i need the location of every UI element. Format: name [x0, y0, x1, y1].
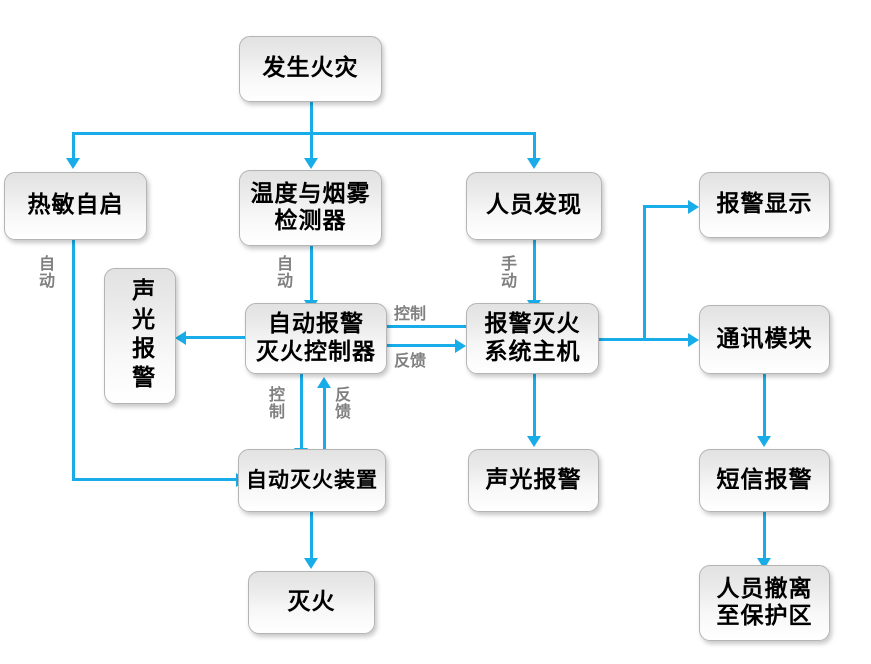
node-temp-smoke-detector[interactable]: 温度与烟雾 检测器 [239, 170, 382, 246]
edge-comm-to-sms [763, 374, 766, 438]
node-fire-occurs-label: 发生火灾 [262, 55, 359, 82]
node-extinguish[interactable]: 灭火 [248, 571, 375, 634]
node-auto-extinguish-device[interactable]: 自动灭火装置 [238, 449, 386, 512]
edge-bus-to-personnel [533, 132, 536, 160]
edge-bus-to-thermal [72, 132, 75, 160]
node-thermal-auto-start-label: 热敏自启 [27, 192, 124, 219]
edge-label-feedback-mid: 反馈 [394, 351, 427, 370]
node-auto-alarm-controller-label: 自动报警 灭火控制器 [256, 311, 376, 365]
node-extinguish-label: 灭火 [287, 588, 336, 615]
arrowhead-comm-to-sms [757, 436, 771, 447]
node-alarm-display[interactable]: 报警显示 [699, 172, 830, 238]
arrowhead-sms-to-evacuate [757, 558, 771, 569]
arrowhead-host-to-soundlight-center [527, 436, 541, 447]
arrowhead-bus-to-thermal [66, 158, 80, 169]
edge-control-controller-to-device [300, 374, 303, 450]
node-sound-light-alarm-center-label: 声光报警 [485, 466, 582, 493]
arrowhead-controller-to-soundlight [175, 331, 186, 345]
node-sound-light-alarm-center[interactable]: 声光报警 [468, 449, 599, 512]
edge-host-to-soundlight-center [533, 374, 536, 438]
node-evacuate-label: 人员撤离 至保护区 [716, 575, 813, 629]
arrowhead-feedback-device-to-controller [317, 377, 331, 388]
arrowhead-riser-to-display [688, 200, 699, 214]
edge-riser-to-display [643, 205, 690, 208]
edge-host-to-riser [598, 338, 646, 341]
node-alarm-host-label: 报警灭火 系统主机 [484, 311, 581, 365]
edge-device-to-extinguish [310, 512, 313, 560]
node-comm-module[interactable]: 通讯模块 [699, 305, 830, 374]
node-evacuate[interactable]: 人员撤离 至保护区 [699, 565, 830, 641]
edge-riser-to-comm [643, 338, 690, 341]
edge-fire-to-bus [310, 102, 313, 134]
node-sms-alarm[interactable]: 短信报警 [699, 449, 830, 512]
node-personnel-discovery-label: 人员发现 [486, 192, 582, 219]
node-sound-light-alarm-left-label: 声光报警 [127, 278, 154, 394]
arrowhead-bus-to-detector [304, 158, 318, 169]
edge-label-manual: 手 动 [500, 254, 517, 291]
edge-feedback-device-to-controller [323, 386, 326, 462]
edge-label-feedback-up: 反 馈 [334, 385, 351, 422]
edge-control-host-to-controller [387, 325, 467, 328]
edge-sms-to-evacuate [763, 512, 766, 560]
edge-label-auto-left: 自 动 [38, 254, 55, 291]
node-auto-extinguish-device-label: 自动灭火装置 [246, 468, 378, 493]
node-comm-module-label: 通讯模块 [716, 325, 813, 352]
edge-right-riser [643, 205, 646, 341]
edge-thermal-down [72, 240, 75, 480]
node-personnel-discovery[interactable]: 人员发现 [466, 172, 602, 240]
edge-bus-to-detector [310, 132, 313, 160]
edge-label-control-down: 控 制 [268, 385, 285, 422]
edge-top-bus [72, 132, 535, 135]
node-fire-occurs[interactable]: 发生火灾 [239, 36, 382, 102]
arrowhead-feedback-controller-to-host [455, 339, 466, 353]
arrowhead-device-to-extinguish [304, 558, 318, 569]
edge-personnel-to-host [533, 240, 536, 302]
edge-feedback-controller-to-host [376, 344, 456, 347]
edge-label-auto-center: 自 动 [276, 254, 293, 291]
edge-thermal-to-device [72, 478, 238, 481]
edge-label-control-mid: 控制 [394, 304, 427, 323]
node-alarm-host[interactable]: 报警灭火 系统主机 [466, 303, 599, 374]
node-sound-light-alarm-left[interactable]: 声光报警 [104, 268, 176, 404]
node-sms-alarm-label: 短信报警 [716, 466, 813, 493]
node-auto-alarm-controller[interactable]: 自动报警 灭火控制器 [245, 303, 387, 374]
node-alarm-display-label: 报警显示 [716, 191, 813, 218]
arrowhead-riser-to-comm [688, 333, 699, 347]
edge-detector-to-controller [310, 246, 313, 302]
node-temp-smoke-detector-label: 温度与烟雾 检测器 [250, 180, 371, 234]
node-thermal-auto-start[interactable]: 热敏自启 [4, 172, 147, 240]
edge-controller-to-soundlight [186, 336, 248, 339]
arrowhead-bus-to-personnel [527, 158, 541, 169]
